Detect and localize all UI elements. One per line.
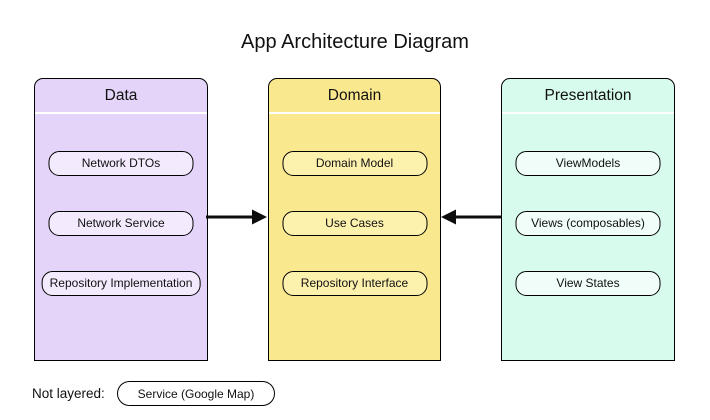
arrow-presentation-to-domain [441, 209, 502, 225]
layer-presentation: Presentation ViewModels Views (composabl… [501, 78, 675, 361]
node-repository-interface: Repository Interface [282, 271, 427, 296]
layer-domain-title: Domain [269, 79, 440, 114]
node-repository-implementation: Repository Implementation [41, 271, 201, 296]
node-service-google-map: Service (Google Map) [117, 381, 275, 406]
node-network-service: Network Service [48, 211, 194, 236]
layer-domain: Domain Domain Model Use Cases Repository… [268, 78, 441, 361]
node-network-dtos: Network DTOs [48, 151, 194, 176]
diagram-title: App Architecture Diagram [241, 31, 469, 53]
layer-presentation-title: Presentation [502, 79, 674, 114]
node-views-composables: Views (composables) [515, 211, 661, 236]
node-viewmodels: ViewModels [515, 151, 661, 176]
layer-data: Data Network DTOs Network Service Reposi… [34, 78, 208, 361]
not-layered-label: Not layered: [32, 386, 105, 401]
node-view-states: View States [515, 271, 661, 296]
arrow-data-to-domain [206, 209, 267, 225]
node-use-cases: Use Cases [282, 211, 427, 236]
node-domain-model: Domain Model [282, 151, 427, 176]
layer-data-title: Data [35, 79, 207, 114]
